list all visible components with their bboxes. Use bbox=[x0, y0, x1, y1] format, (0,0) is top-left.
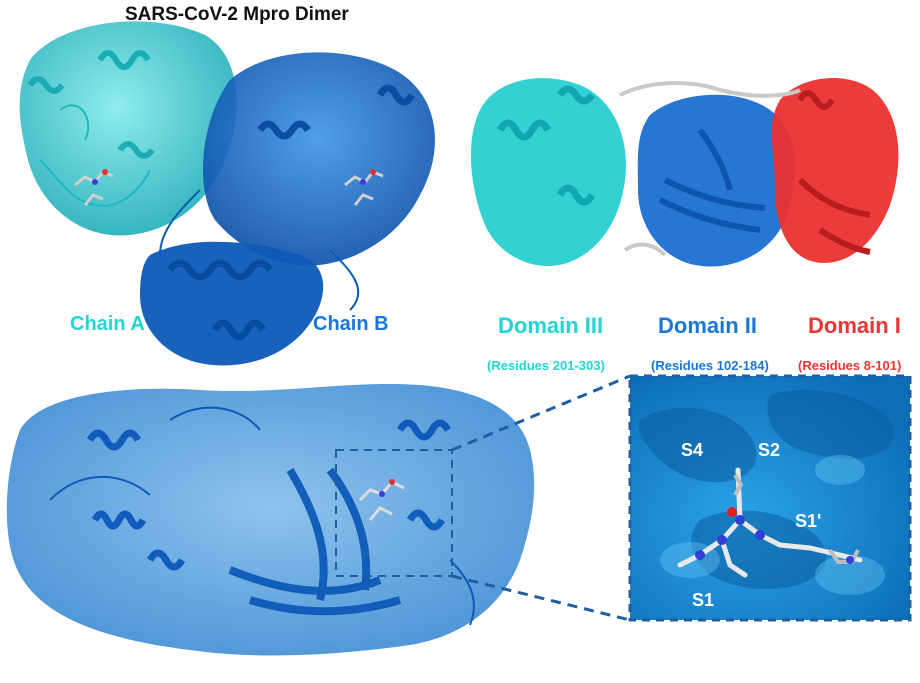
domain-iii-label: Domain III bbox=[498, 313, 604, 338]
domain-i-label: Domain I bbox=[808, 313, 901, 338]
domain-ii-label: Domain II bbox=[658, 313, 758, 338]
zoom-connectors bbox=[451, 374, 631, 622]
domain-ribbon bbox=[470, 78, 899, 267]
domain-ii-residues: (Residues 102-184) bbox=[651, 358, 769, 373]
chain-a-label: Chain A bbox=[70, 313, 145, 335]
pocket-label-s1prime: S1' bbox=[795, 511, 822, 531]
zoom-region bbox=[335, 449, 453, 577]
active-site-inset bbox=[628, 374, 912, 622]
domain-i-residues: (Residues 8-101) bbox=[798, 358, 902, 373]
pocket-label-s2: S2 bbox=[758, 440, 781, 460]
figure-title: SARS-CoV-2 Mpro Dimer bbox=[125, 4, 349, 25]
pocket-label-s4: S4 bbox=[681, 440, 704, 460]
domain-iii-residues: (Residues 201-303) bbox=[487, 358, 605, 373]
surface-view bbox=[6, 383, 535, 656]
chain-b-label: Chain B bbox=[313, 313, 389, 335]
pocket-label-s1: S1 bbox=[692, 590, 715, 610]
mpro-dimer-ribbon bbox=[19, 21, 435, 366]
